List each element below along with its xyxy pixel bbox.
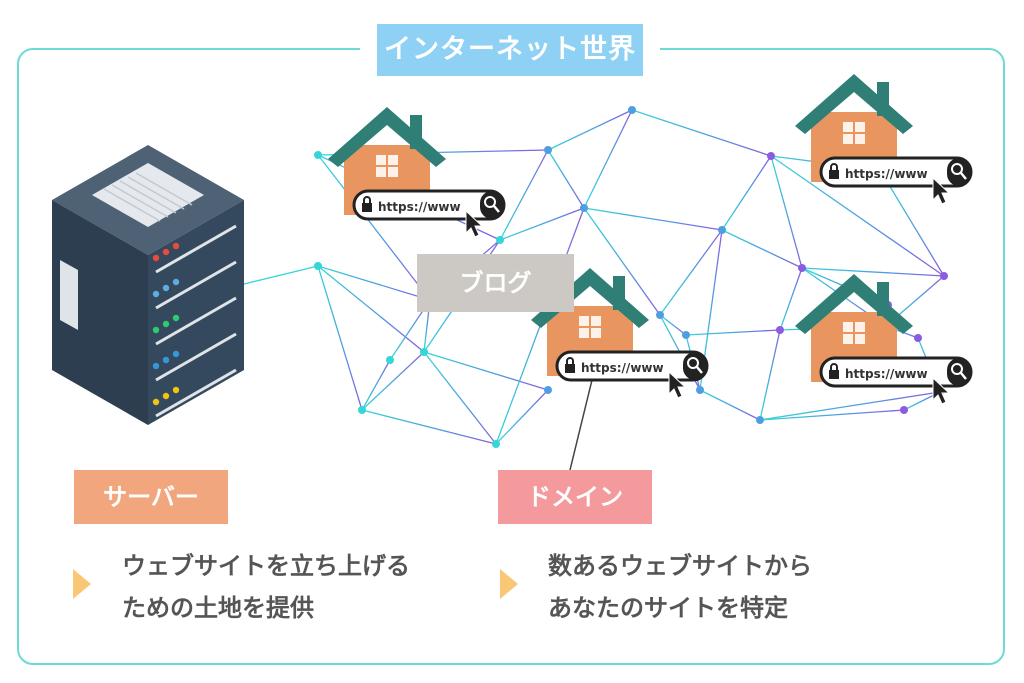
network-edge (879, 169, 945, 277)
diagram-title: インターネット世界 (377, 24, 643, 76)
network-edge (361, 409, 497, 445)
network-edge (779, 267, 803, 331)
network-node (314, 151, 322, 159)
network-edge (423, 351, 497, 445)
network-node (696, 386, 704, 394)
network-edge (361, 359, 391, 411)
network-edge (770, 155, 945, 277)
network-node (798, 264, 806, 272)
network-node (900, 406, 908, 414)
network-node (940, 272, 948, 280)
network-node (718, 226, 726, 234)
network-node (682, 331, 690, 339)
house-icon: https://www (529, 266, 709, 400)
network-edge (317, 265, 425, 353)
server-icon (52, 145, 244, 425)
network-edge (721, 155, 772, 231)
house-icon: https://www (326, 105, 506, 239)
network-node (756, 416, 764, 424)
network-edge (759, 409, 905, 421)
server-description: ウェブサイトを立ち上げる ための土地を提供 (122, 545, 482, 629)
server-description-line: ための土地を提供 (122, 594, 314, 622)
network-edge (547, 149, 585, 209)
network-node (580, 204, 588, 212)
network-node (386, 356, 394, 364)
network-edge (659, 314, 687, 336)
domain-label: ドメイン (498, 470, 652, 524)
network-node (492, 440, 500, 448)
server-label: サーバー (74, 470, 228, 524)
network-edge (659, 229, 723, 316)
network-edge (759, 329, 781, 421)
network-node (420, 348, 428, 356)
network-node (776, 326, 784, 334)
url-text: https://www (845, 367, 928, 381)
domain-bullet-icon (500, 569, 518, 599)
network-node (628, 106, 636, 114)
network-edge (499, 149, 549, 241)
domain-description: 数あるウェブサイトから あなたのサイトを特定 (548, 545, 908, 629)
network-nodes (314, 106, 948, 448)
network-edge (317, 265, 431, 301)
network-node (496, 236, 504, 244)
network-edge (499, 207, 585, 241)
network-edge (547, 109, 633, 151)
url-text: https://www (378, 200, 461, 214)
url-text: https://www (581, 361, 664, 375)
network-edge (317, 265, 363, 411)
network-edge (495, 389, 549, 445)
network-edge (583, 207, 661, 316)
network-node (358, 406, 366, 414)
server-link (239, 265, 319, 286)
blog-label: ブログ (417, 254, 574, 312)
server-bullet-icon (73, 569, 91, 599)
domain-description-line: 数あるウェブサイトから (548, 552, 812, 580)
network-edge (631, 109, 772, 157)
network-edge (685, 329, 781, 336)
house-icon: https://www (793, 72, 973, 206)
network-edge (759, 391, 941, 421)
house-icon: https://www (793, 272, 973, 406)
server-description-line: ウェブサイトを立ち上げる (122, 552, 410, 580)
network-edge (317, 154, 431, 301)
domain-description-line: あなたのサイトを特定 (548, 594, 788, 622)
network-edge (423, 351, 549, 391)
network-edge (801, 267, 945, 277)
network-edge (583, 207, 723, 231)
network-edge (583, 109, 633, 209)
network-node (914, 334, 922, 342)
network-edge (699, 389, 761, 421)
network-edge (770, 155, 803, 269)
url-text: https://www (845, 167, 928, 181)
network-edge (721, 229, 803, 269)
domain-pointer-line (569, 379, 593, 471)
network-node (544, 386, 552, 394)
network-node (544, 146, 552, 154)
network-node (656, 311, 664, 319)
network-node (767, 152, 775, 160)
network-edge (361, 351, 425, 411)
